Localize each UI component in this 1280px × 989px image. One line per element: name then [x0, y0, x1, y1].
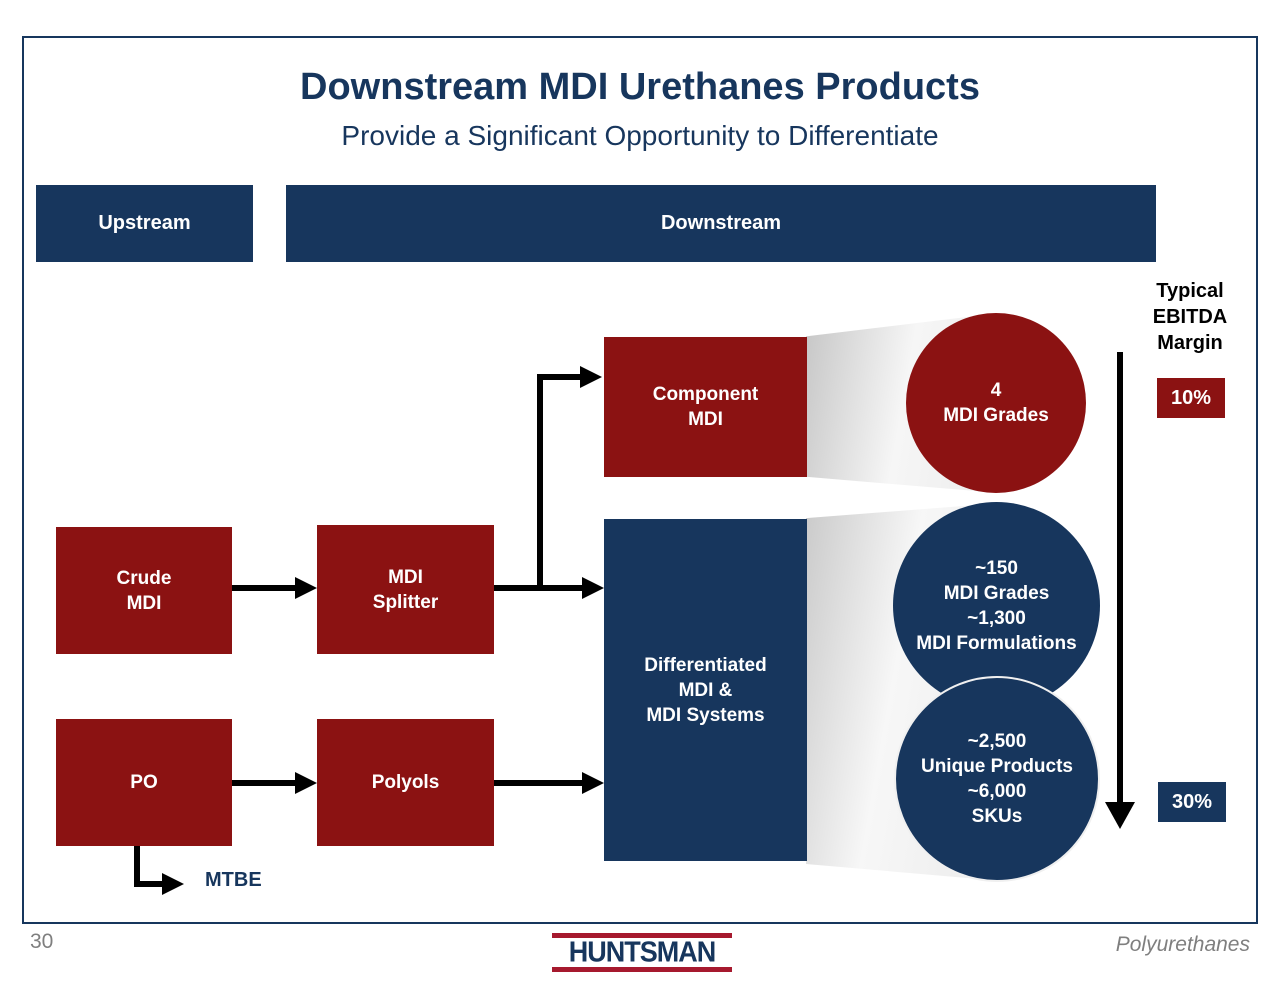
header-downstream: Downstream: [286, 185, 1156, 262]
huntsman-logo: HUNTSMAN: [552, 933, 732, 972]
box-po: PO: [56, 719, 232, 846]
mtbe-label: MTBE: [205, 869, 262, 891]
box-crude-mdi: Crude MDI: [56, 527, 232, 654]
arrow-po-to-mtbe-horizontal: [134, 881, 164, 887]
ebitda-range-arrow: [1117, 352, 1123, 804]
ebitda-range-arrowhead-icon: [1105, 802, 1135, 829]
ebitda-margin-heading: Typical EBITDA Margin: [1152, 280, 1228, 354]
circle-unique-products: ~2,500 Unique Products ~6,000 SKUs: [894, 676, 1100, 882]
arrow-branch-vertical: [537, 374, 543, 591]
arrowhead-mtbe-icon: [162, 873, 184, 895]
ebitda-bottom-margin-badge: 30%: [1158, 782, 1226, 822]
circle-component-mdi-grades: 4 MDI Grades: [906, 313, 1086, 493]
arrow-crude-to-splitter: [232, 585, 296, 591]
header-upstream: Upstream: [36, 185, 253, 262]
arrowhead-crude-to-splitter-icon: [295, 577, 317, 599]
division-label: Polyurethanes: [1115, 933, 1250, 956]
box-component-mdi: Component MDI: [604, 337, 807, 477]
arrow-branch-horizontal: [537, 374, 581, 380]
arrowhead-branch-to-component-icon: [580, 366, 602, 388]
arrowhead-polyols-to-differentiated-icon: [582, 772, 604, 794]
arrow-po-to-polyols: [232, 780, 296, 786]
logo-wordmark: HUNTSMAN: [568, 936, 717, 968]
arrowhead-po-to-polyols-icon: [295, 772, 317, 794]
circle-differentiated-grades: ~150 MDI Grades ~1,300 MDI Formulations: [893, 502, 1100, 709]
arrow-polyols-to-differentiated: [494, 780, 584, 786]
page-number: 30: [30, 930, 54, 953]
slide-title: Downstream MDI Urethanes Products: [300, 66, 980, 108]
ebitda-top-margin-badge: 10%: [1157, 378, 1225, 418]
logo-top-bar: [552, 933, 732, 938]
box-differentiated-mdi-systems: Differentiated MDI & MDI Systems: [604, 519, 807, 861]
slide-subtitle: Provide a Significant Opportunity to Dif…: [341, 120, 939, 151]
box-mdi-splitter: MDI Splitter: [317, 525, 494, 654]
arrow-po-to-mtbe-vertical: [134, 846, 140, 887]
arrowhead-splitter-to-differentiated-icon: [582, 577, 604, 599]
logo-bottom-bar: [552, 967, 732, 972]
box-polyols: Polyols: [317, 719, 494, 846]
